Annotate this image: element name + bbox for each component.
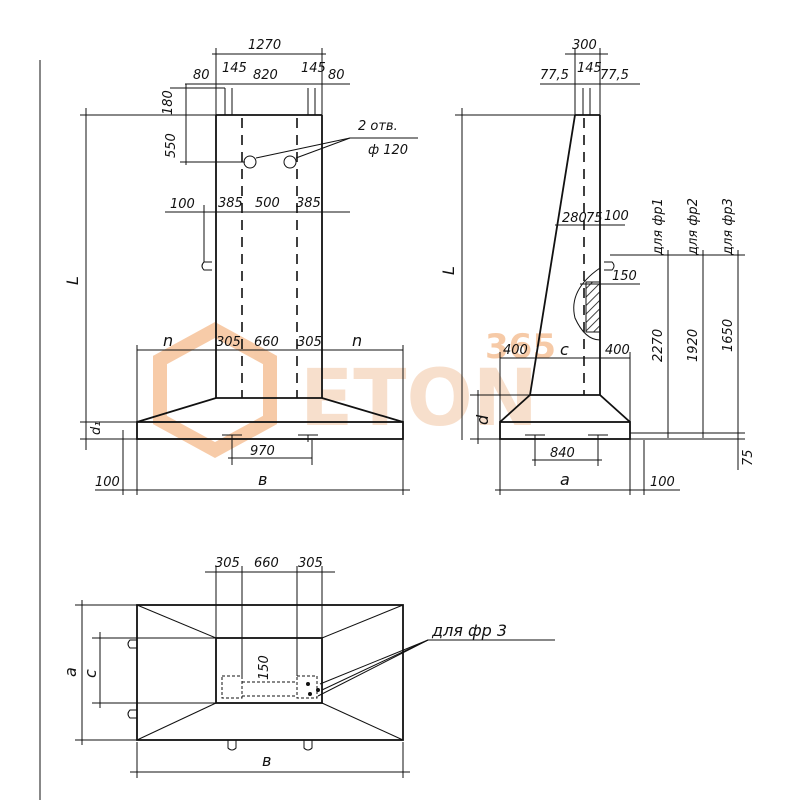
dim-305-plan-right: 305 [298, 556, 323, 571]
dim-150-plan: 150 [257, 655, 272, 680]
dim-280: 280 [562, 211, 587, 226]
plan-view: 305 660 305 a c 150 для фр 3 в [61, 556, 555, 778]
side-view: 300 77,5 145 77,5 L d 280 75 100 150 400… [439, 38, 756, 495]
dim-2270: 2270 [651, 329, 666, 362]
dim-c-side: c [560, 340, 569, 359]
label-fr1: для фр1 [651, 198, 666, 256]
dim-80-left: 80 [193, 68, 210, 83]
label-fr2: для фр2 [686, 198, 701, 256]
note-for-fr3: для фр 3 [431, 621, 507, 640]
watermark-logo-icon [153, 322, 277, 458]
dim-305-plan-left: 305 [215, 556, 240, 571]
dim-300: 300 [572, 38, 597, 53]
dim-L-front: L [63, 276, 82, 285]
dim-145-side: 145 [577, 61, 602, 76]
dim-c-plan: c [81, 669, 100, 678]
dim-100-front: 100 [170, 197, 195, 212]
hole-left [243, 155, 257, 169]
dim-500: 500 [255, 196, 280, 211]
dim-a-plan: a [61, 667, 80, 677]
dim-d1: d₁ [89, 422, 104, 435]
section-outline [573, 267, 601, 341]
dim-n-right: n [352, 331, 362, 350]
dim-1650: 1650 [721, 319, 736, 352]
dim-80-right: 80 [328, 68, 345, 83]
dim-840: 840 [550, 446, 575, 461]
watermark: ETON 365 [153, 322, 556, 458]
dim-100-side: 100 [604, 209, 629, 224]
dim-n-left: n [163, 331, 173, 350]
dim-305-left: 305 [216, 335, 241, 350]
dim-660-plan: 660 [254, 556, 279, 571]
dim-77-5-right: 77,5 [600, 68, 629, 83]
dim-970: 970 [250, 444, 275, 459]
dim-305-right: 305 [297, 335, 322, 350]
dim-b-front: в [258, 470, 267, 489]
label-fr3: для фр3 [721, 198, 736, 256]
dim-L-side: L [439, 266, 458, 275]
front-view: 1270 80 145 820 145 80 180 550 L 2 отв. … [63, 38, 418, 495]
dim-385-left: 385 [218, 196, 243, 211]
dim-660: 660 [254, 335, 279, 350]
dim-550: 550 [164, 133, 179, 158]
watermark-text: ETON [300, 354, 538, 444]
dim-180: 180 [161, 90, 176, 115]
holes-diameter-label: ф 120 [368, 143, 408, 158]
watermark-badge: 365 [485, 327, 556, 367]
dim-a-side: a [560, 470, 570, 489]
holes-count-label: 2 отв. [358, 119, 398, 134]
dim-b-plan: в [262, 751, 271, 770]
dim-100-side-base: 100 [650, 475, 675, 490]
dim-75: 75 [741, 449, 756, 466]
dim-385-right: 385 [296, 196, 321, 211]
dim-145-right: 145 [301, 61, 326, 76]
hole-right [283, 155, 297, 169]
dim-150-side: 150 [612, 269, 637, 284]
dim-77-5-left: 77,5 [540, 68, 569, 83]
dim-820: 820 [253, 68, 278, 83]
dim-400-left: 400 [503, 343, 528, 358]
dim-1270: 1270 [248, 38, 281, 53]
dim-400-right: 400 [605, 343, 630, 358]
dim-100-base: 100 [95, 475, 120, 490]
dim-75-side: 75 [586, 211, 603, 226]
section-hatch [585, 281, 601, 333]
dim-1920: 1920 [686, 329, 701, 362]
dim-d: d [473, 414, 492, 425]
dim-145-left: 145 [222, 61, 247, 76]
